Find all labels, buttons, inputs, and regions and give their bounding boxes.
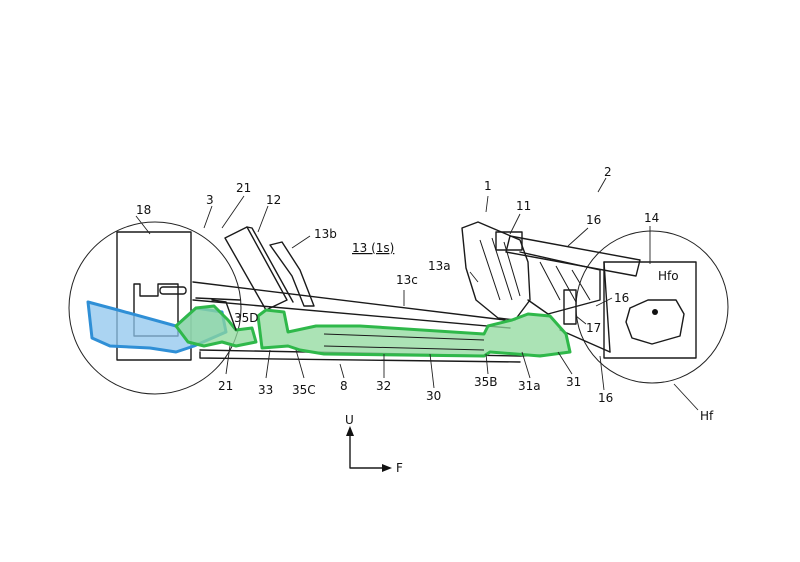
label-35B: 35B: [474, 375, 498, 389]
axis-up-arrow-icon: [346, 426, 354, 436]
lead-30: [429, 353, 435, 389]
rear-cross: [195, 297, 241, 301]
front-lower-arm: [559, 329, 611, 353]
lead-35C: [295, 349, 305, 379]
kickup-highlight: [174, 304, 258, 348]
label-33: 33: [258, 383, 273, 397]
front-vertical: [603, 261, 611, 353]
label-32: 32: [376, 379, 391, 393]
dash-clamp: [495, 231, 523, 251]
rear-wheel-circle: [68, 221, 242, 395]
label-17: 17: [586, 321, 601, 335]
dash-panel: [461, 221, 531, 321]
lead-8: [339, 363, 345, 379]
rear-pillar-edge: [246, 226, 294, 303]
lead-1: [485, 195, 489, 213]
lead-18: [135, 215, 151, 235]
label-hf: Hf: [700, 409, 714, 423]
lower-rear-member: [211, 299, 237, 331]
lead-33: [265, 349, 271, 379]
label-13b: 13b: [314, 227, 337, 241]
lead-16c: [599, 355, 605, 391]
side-sill-highlight: [256, 308, 572, 358]
label-35C: 35C: [292, 383, 316, 397]
label-13: 13 (1s): [352, 241, 394, 255]
lead-21-top: [221, 195, 245, 229]
lead-21-bottom: [225, 345, 231, 375]
lead-35B: [485, 353, 489, 375]
lead-3: [203, 205, 213, 229]
rear-pillar: [224, 226, 288, 311]
axis-lines: [349, 429, 389, 469]
rear-box: [116, 231, 192, 361]
label-31: 31: [566, 375, 581, 389]
label-14: 14: [644, 211, 659, 225]
label-16c: 16: [598, 391, 613, 405]
lead-2: [597, 177, 607, 193]
side-member-upper: [192, 281, 506, 321]
lead-31: [557, 351, 573, 375]
label-21-bottom: 21: [218, 379, 233, 393]
label-hfo: Hfo: [658, 269, 679, 283]
lead-hf: [673, 383, 699, 411]
dash-ribs: [479, 237, 521, 301]
rear-link: [159, 286, 187, 295]
front-apron-ribs: [539, 261, 591, 303]
lead-17: [575, 315, 587, 325]
label-13a: 13a: [428, 259, 451, 273]
pillar-13b: [269, 241, 315, 307]
hfo-point: [652, 309, 658, 315]
axis-forward-arrow-icon: [382, 464, 392, 472]
lead-13a: [469, 271, 479, 283]
label-30: 30: [426, 389, 441, 403]
label-35D: 35D: [234, 311, 259, 325]
label-21-top: 21: [236, 181, 251, 195]
label-1: 1: [484, 179, 492, 193]
lead-11: [509, 213, 521, 235]
lead-16b: [595, 297, 613, 307]
axis-forward-label: F: [396, 461, 403, 475]
label-2: 2: [604, 165, 612, 179]
sill-inner-lines: [323, 333, 485, 351]
lead-12: [257, 205, 269, 233]
label-31a: 31a: [518, 379, 541, 393]
side-member-mid: [192, 299, 511, 329]
front-wheel-circle: [575, 230, 729, 384]
label-13c: 13c: [396, 273, 418, 287]
label-11: 11: [516, 199, 531, 213]
front-apron: [519, 251, 601, 315]
front-box-opening: [625, 299, 685, 345]
label-8: 8: [340, 379, 348, 393]
lead-16a: [567, 227, 589, 247]
axis-up-label: U: [345, 413, 354, 427]
label-16a: 16: [586, 213, 601, 227]
front-bracket-17: [563, 289, 577, 325]
lead-31a: [521, 351, 531, 379]
label-12: 12: [266, 193, 281, 207]
upper-front-member: [505, 235, 641, 277]
lead-13b: [291, 235, 311, 249]
label-18: 18: [136, 203, 151, 217]
side-member-base: [199, 351, 521, 363]
label-16b: 16: [614, 291, 629, 305]
label-3: 3: [206, 193, 214, 207]
